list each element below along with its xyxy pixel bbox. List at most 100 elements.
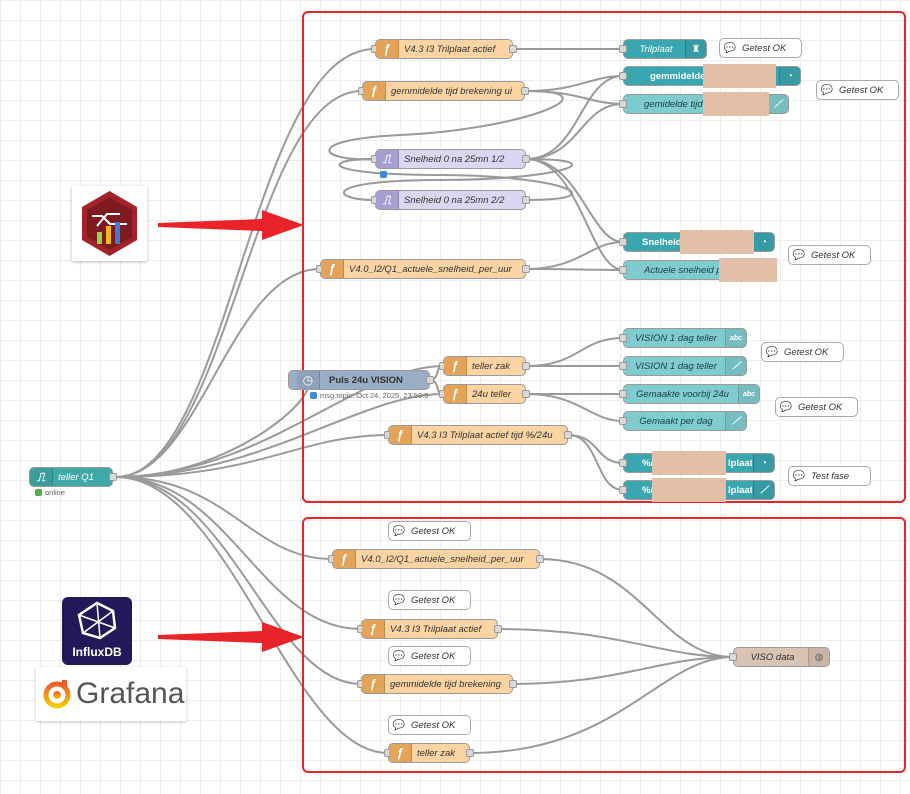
input-port[interactable]	[619, 486, 627, 494]
lower-function-node-teller-zak[interactable]: ƒ teller zak	[384, 743, 474, 763]
node-label: Puls 24u VISION	[329, 374, 403, 386]
dashboard-node-trilplaat-led[interactable]: Trilplaat ♜	[619, 39, 707, 59]
comment-icon: 💬	[392, 719, 406, 731]
comment-node[interactable]: 💬 Getest OK	[719, 38, 802, 58]
function-node-24u-teller[interactable]: ƒ 24u teller	[439, 384, 530, 404]
node-label: Snelheid 0 na 25mn 2/2	[404, 194, 505, 206]
node-label-left: %/2	[642, 484, 659, 496]
node-label: Gemaakte voorbij 24u	[636, 388, 729, 400]
function-node-teller-zak[interactable]: ƒ teller zak	[439, 356, 530, 376]
comment-node[interactable]: 💬 Getest OK	[761, 342, 844, 362]
output-port[interactable]	[522, 196, 530, 204]
input-port[interactable]	[619, 45, 627, 53]
node-label: Snelheid	[642, 236, 682, 248]
teller-q1-input-node[interactable]: ⎍ teller Q1	[29, 467, 117, 487]
comment-icon: 💬	[765, 346, 779, 358]
input-port[interactable]	[619, 334, 627, 342]
node-label: teller Q1	[58, 471, 94, 483]
comment-icon: 💬	[820, 84, 834, 96]
output-port[interactable]	[509, 45, 517, 53]
node-label: Trilplaat	[639, 43, 673, 55]
output-port[interactable]	[536, 555, 544, 563]
function-icon: ƒ	[321, 260, 344, 278]
dashboard-node-gemaakte-voorbij[interactable]: Gemaakte voorbij 24u abc	[619, 384, 760, 404]
function-node-actuele-snelheid[interactable]: ƒ V4.0_I2/Q1_actuele_snelheid_per_uur	[316, 259, 530, 279]
node-label-left: %/2	[642, 457, 659, 469]
input-port[interactable]	[619, 238, 627, 246]
node-label: VISION 1 dag teller	[635, 332, 717, 344]
node-label: gemidelde tijd	[644, 98, 703, 110]
output-port[interactable]	[466, 749, 474, 757]
comment-node[interactable]: 💬 Getest OK	[388, 590, 471, 610]
input-port[interactable]	[619, 390, 627, 398]
upper-group-box	[302, 11, 906, 503]
comment-icon: 💬	[792, 249, 806, 261]
node-label: V4.0_I2/Q1_actuele_snelheid_per_uur	[349, 263, 512, 275]
node-label: V4.3 I3 Trilplaat actief	[404, 43, 496, 55]
trigger-status: msg.topic: Oct 24, 2025, 23:59:5	[310, 391, 428, 400]
function-icon: ƒ	[362, 620, 385, 638]
subflow-node-snelheid-1[interactable]: ⎍ Snelheid 0 na 25mn 1/2	[371, 149, 530, 169]
input-port[interactable]	[729, 653, 737, 661]
output-port[interactable]	[109, 473, 117, 481]
function-icon: ƒ	[363, 82, 386, 100]
comment-label: Getest OK	[839, 84, 884, 96]
gauge-icon: ◔	[753, 233, 774, 251]
output-port[interactable]	[564, 431, 572, 439]
comment-label: Getest OK	[411, 525, 456, 537]
function-node-trilplaat-actief[interactable]: ƒ V4.3 I3 Trilplaat actief	[371, 39, 517, 59]
input-port[interactable]	[619, 266, 627, 274]
input-port[interactable]	[619, 72, 627, 80]
input-port[interactable]	[619, 459, 627, 467]
comment-node[interactable]: 💬 Getest OK	[775, 397, 858, 417]
comment-node[interactable]: 💬 Getest OK	[388, 715, 471, 735]
comment-label: Getest OK	[798, 401, 843, 413]
redaction-mask	[719, 258, 777, 282]
redaction-mask	[680, 230, 754, 254]
subflow-node-snelheid-2[interactable]: ⎍ Snelheid 0 na 25mn 2/2	[371, 190, 530, 210]
dashboard-node-vision-chart[interactable]: VISION 1 dag teller ⟋	[619, 356, 747, 376]
node-label: gemmidelde	[650, 70, 706, 82]
node-label: 24u teller	[472, 388, 512, 400]
redaction-mask	[703, 92, 769, 116]
lower-function-node-trilplaat-actief[interactable]: ƒ V4.3 I3 Trilplaat actief	[357, 619, 502, 639]
comment-label: Getest OK	[411, 719, 456, 731]
node-label: gemmidelde tijd brekening	[390, 678, 501, 690]
status-text: online	[45, 488, 66, 497]
influxdb-logo-text: InfluxDB	[72, 645, 122, 659]
output-port[interactable]	[521, 87, 529, 95]
comment-node[interactable]: 💬 Getest OK	[388, 521, 471, 541]
comment-icon: 💬	[392, 594, 406, 606]
comment-node[interactable]: 💬 Getest OK	[816, 80, 899, 100]
comment-node[interactable]: 💬 Test fase	[788, 466, 871, 486]
lower-function-node-gemmidelde-tijd[interactable]: ƒ gemmidelde tijd brekening	[357, 674, 517, 694]
node-label: gemmidelde tijd brekening ui	[391, 85, 512, 97]
comment-node[interactable]: 💬 Getest OK	[388, 646, 471, 666]
viso-data-database-node[interactable]: VISO data ◍	[729, 647, 830, 667]
function-node-trilplaat-tijd-pct[interactable]: ƒ V4.3 I3 Trilplaat actief tijd %/24u	[384, 425, 572, 445]
input-port[interactable]	[619, 362, 627, 370]
output-port[interactable]	[522, 362, 530, 370]
comment-label: Getest OK	[411, 650, 456, 662]
function-node-gemmidelde-tijd[interactable]: ƒ gemmidelde tijd brekening ui	[358, 81, 529, 101]
dashboard-node-gemaakt-per-dag[interactable]: Gemaakt per dag ⟋	[619, 411, 747, 431]
node-label: V4.3 I3 Trilplaat actief	[390, 623, 482, 635]
output-port[interactable]	[494, 625, 502, 633]
comment-label: Getest OK	[411, 594, 456, 606]
output-port[interactable]	[522, 390, 530, 398]
chart-icon: ⟋	[725, 412, 746, 430]
comment-label: Getest OK	[811, 249, 856, 261]
output-port[interactable]	[426, 376, 434, 384]
output-port[interactable]	[522, 265, 530, 273]
lower-function-node-actuele-snelheid[interactable]: ƒ V4.0_I2/Q1_actuele_snelheid_per_uur	[328, 549, 544, 569]
puls-24u-vision-trigger-node[interactable]: ◷ Puls 24u VISION	[288, 370, 434, 390]
input-port[interactable]	[619, 417, 627, 425]
comment-node[interactable]: 💬 Getest OK	[788, 245, 871, 265]
output-port[interactable]	[522, 155, 530, 163]
dashboard-node-vision-text[interactable]: VISION 1 dag teller abc	[619, 328, 747, 348]
input-port[interactable]	[619, 100, 627, 108]
output-port[interactable]	[509, 680, 517, 688]
node-label-right: lplaat	[728, 484, 752, 496]
gauge-icon: ◔	[779, 67, 800, 85]
function-icon: ƒ	[444, 357, 467, 375]
